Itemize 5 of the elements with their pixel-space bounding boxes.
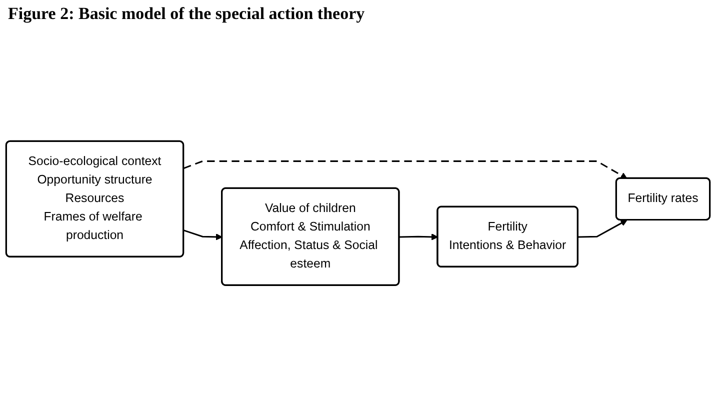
arrow — [399, 233, 438, 240]
arrow — [183, 229, 223, 240]
figure-title: Figure 2: Basic model of the special action theory — [8, 4, 366, 24]
arrow — [578, 220, 628, 238]
arrow — [183, 160, 628, 179]
